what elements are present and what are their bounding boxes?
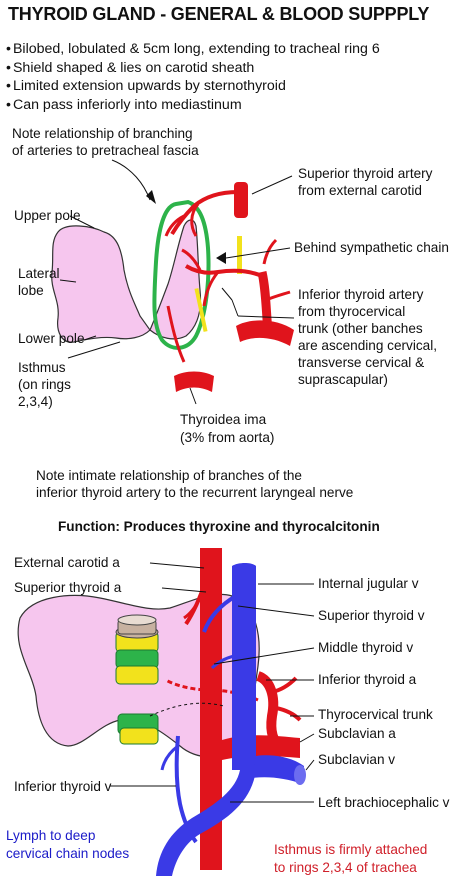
isthmus-note-line2: to rings 2,3,4 of trachea: [274, 860, 417, 875]
label-thyroidea-ima-line1: Thyroidea ima: [180, 412, 267, 427]
label-inferior-thyroid-artery-line4: are ascending cervical,: [298, 338, 438, 353]
top-leader-lines: [59, 159, 295, 405]
note-fascia-line1: Note relationship of branching: [12, 126, 193, 141]
label-external-carotid: External carotid a: [14, 555, 120, 570]
label-thyroidea-ima-line2: (3% from aorta): [180, 430, 275, 445]
note-nerve-line2: inferior thyroid artery to the recurrent…: [36, 485, 354, 500]
internal-jugular-vein: [232, 563, 256, 770]
label-thyrocervical-trunk: Thyrocervical trunk: [318, 707, 433, 722]
label-internal-jugular: Internal jugular v: [318, 576, 419, 591]
subclavian-vein: [252, 755, 304, 784]
label-behind-sympathetic-chain: Behind sympathetic chain: [294, 240, 449, 255]
bullet-item: Limited extension upwards by sternothyro…: [6, 77, 380, 96]
label-inferior-thyroid-artery-line3: trunk (other banches: [298, 321, 423, 336]
isthmus-note-line1: Isthmus is firmly attached: [274, 842, 428, 857]
label-superior-thyroid-artery-line1: Superior thyroid artery: [298, 166, 433, 181]
page-title: THYROID GLAND - GENERAL & BLOOD SUPPPLY: [8, 4, 430, 24]
superior-thyroid-artery: [164, 182, 248, 237]
sympathetic-chain-lower: [194, 288, 208, 332]
label-subclavian-a: Subclavian a: [318, 726, 396, 741]
label-inferior-thyroid-artery-line6: suprascapular): [298, 372, 388, 387]
label-left-brachiocephalic: Left brachiocephalic v: [318, 795, 450, 810]
label-superior-thyroid-v: Superior thyroid v: [318, 608, 425, 623]
superior-thyroid-v-branch: [202, 594, 238, 633]
label-lower-pole: Lower pole: [18, 331, 85, 346]
label-isthmus-line2: (on rings: [18, 377, 71, 392]
inferior-thyroid-a-branch: [165, 678, 259, 702]
lymph-note-line1: Lymph to deep: [6, 828, 96, 843]
note-fascia-line2: of arteries to pretracheal fascia: [12, 143, 199, 158]
thyroid-gland-right-lobe: [149, 219, 202, 340]
inferior-thyroid-v-branch: [174, 735, 198, 844]
thyroidea-ima: [166, 305, 214, 392]
label-inferior-thyroid-artery-line5: transverse cervical &: [298, 355, 425, 370]
label-middle-thyroid-v: Middle thyroid v: [318, 640, 414, 655]
label-lateral-lobe-line1: Lateral: [18, 266, 60, 281]
label-inferior-thyroid-v: Inferior thyroid v: [14, 779, 112, 794]
label-inferior-thyroid-artery-line1: Inferior thyroid artery: [298, 287, 424, 302]
label-inferior-thyroid-artery-line2: from thyrocervical: [298, 304, 406, 319]
bottom-thyroid-diagram: [17, 548, 315, 876]
middle-thyroid-v-branch: [210, 654, 235, 670]
bullet-item: Can pass inferiorly into mediastinum: [6, 96, 380, 115]
thyroid-gland-lobe: [51, 225, 151, 343]
label-isthmus-line1: Isthmus: [18, 360, 66, 375]
bullet-list: Bilobed, lobulated & 5cm long, extending…: [6, 40, 380, 114]
label-lateral-lobe-line2: lobe: [18, 283, 44, 298]
inferior-thyroid-artery: [181, 238, 294, 346]
dashed-thyroid-path: [149, 702, 225, 717]
bottom-leader-lines: [110, 562, 315, 803]
label-superior-thyroid-a: Superior thyroid a: [14, 580, 122, 595]
lymph-note-line2: cervical chain nodes: [6, 846, 130, 861]
trachea-rings: [115, 614, 159, 745]
label-inferior-thyroid-a: Inferior thyroid a: [318, 672, 417, 687]
note-nerve-line1: Note intimate relationship of branches o…: [36, 468, 302, 483]
function-heading: Function: Produces thyroxine and thyroca…: [58, 519, 380, 534]
left-brachiocephalic-vein: [156, 770, 256, 876]
label-isthmus-line3: 2,3,4): [18, 394, 53, 409]
bullet-item: Shield shaped & lies on carotid sheath: [6, 59, 380, 78]
label-subclavian-v: Subclavian v: [318, 752, 396, 767]
sympathetic-chain-upper: [237, 236, 242, 274]
top-thyroid-diagram: [51, 159, 295, 405]
bullet-item: Bilobed, lobulated & 5cm long, extending…: [6, 40, 380, 59]
label-upper-pole: Upper pole: [14, 208, 81, 223]
label-superior-thyroid-artery-line2: from external carotid: [298, 183, 422, 198]
